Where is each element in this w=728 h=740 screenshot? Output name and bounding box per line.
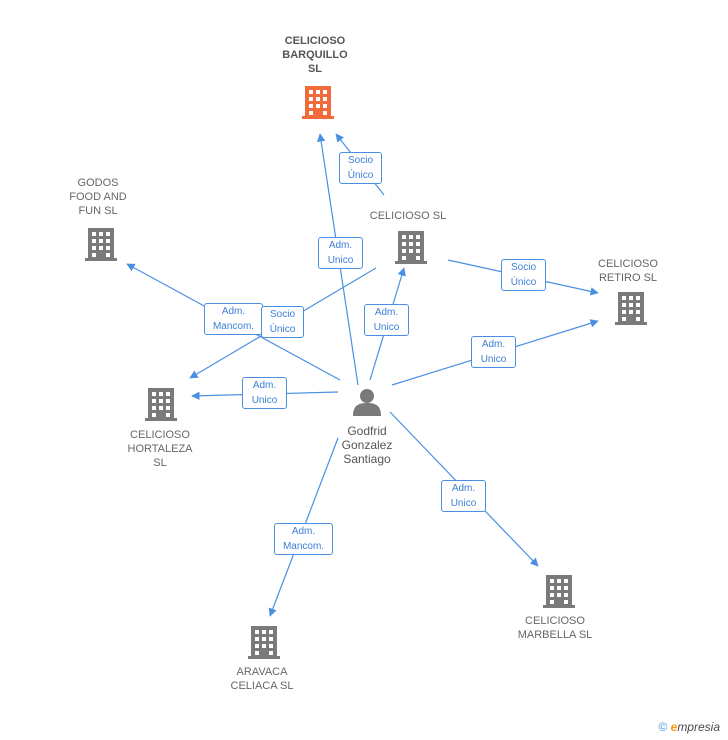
- edge-label-socio-celicioso-barquillo: Socio Único: [339, 152, 382, 184]
- copyright-footer: © empresia: [658, 720, 720, 734]
- edge-label-adm-person-hortaleza: Adm. Unico: [242, 377, 287, 409]
- building-icon-hortaleza[interactable]: [145, 388, 177, 421]
- copyright-symbol: ©: [658, 720, 668, 734]
- node-label-retiro[interactable]: CELICIOSO RETIRO SL: [598, 258, 658, 284]
- edge-label-adm-person-marbella: Adm. Unico: [441, 480, 486, 512]
- node-label-aravaca[interactable]: ARAVACA CELIACA SL: [230, 666, 294, 692]
- building-icon-marbella[interactable]: [543, 575, 575, 608]
- building-icon-godos[interactable]: [85, 228, 117, 261]
- brand-logo-initial: e: [670, 720, 678, 734]
- building-icon-retiro[interactable]: [615, 292, 647, 325]
- building-icon-barquillo[interactable]: [302, 86, 334, 119]
- edge-label-adm-person-celicioso: Adm. Unico: [364, 304, 409, 336]
- node-label-godos[interactable]: GODOS FOOD AND FUN SL: [69, 177, 127, 217]
- edge-label-socio-celicioso-retiro: Socio Único: [501, 259, 546, 291]
- node-label-barquillo[interactable]: CELICIOSO BARQUILLO SL: [282, 35, 348, 75]
- edge-label-adm-person-retiro: Adm. Unico: [471, 336, 516, 368]
- node-label-marbella[interactable]: CELICIOSO MARBELLA SL: [517, 615, 593, 641]
- building-icon-aravaca[interactable]: [248, 626, 280, 659]
- person-icon[interactable]: [353, 389, 381, 416]
- edge-label-socio-celicioso-hortaleza: Socio Único: [261, 306, 304, 338]
- edge-label-mancom-person-godos: Adm. Mancom.: [204, 303, 263, 335]
- node-label-person[interactable]: Godfrid Gonzalez Santiago: [341, 424, 393, 466]
- brand-logo-text: mpresia: [677, 720, 720, 734]
- node-label-hortaleza[interactable]: CELICIOSO HORTALEZA SL: [127, 429, 193, 469]
- building-icon-celicioso[interactable]: [395, 231, 427, 264]
- edge-label-mancom-person-aravaca: Adm. Mancom.: [274, 523, 333, 555]
- node-label-celicioso[interactable]: CELICIOSO SL: [369, 210, 447, 222]
- edge-label-adm-person-barquillo: Adm. Unico: [318, 237, 363, 269]
